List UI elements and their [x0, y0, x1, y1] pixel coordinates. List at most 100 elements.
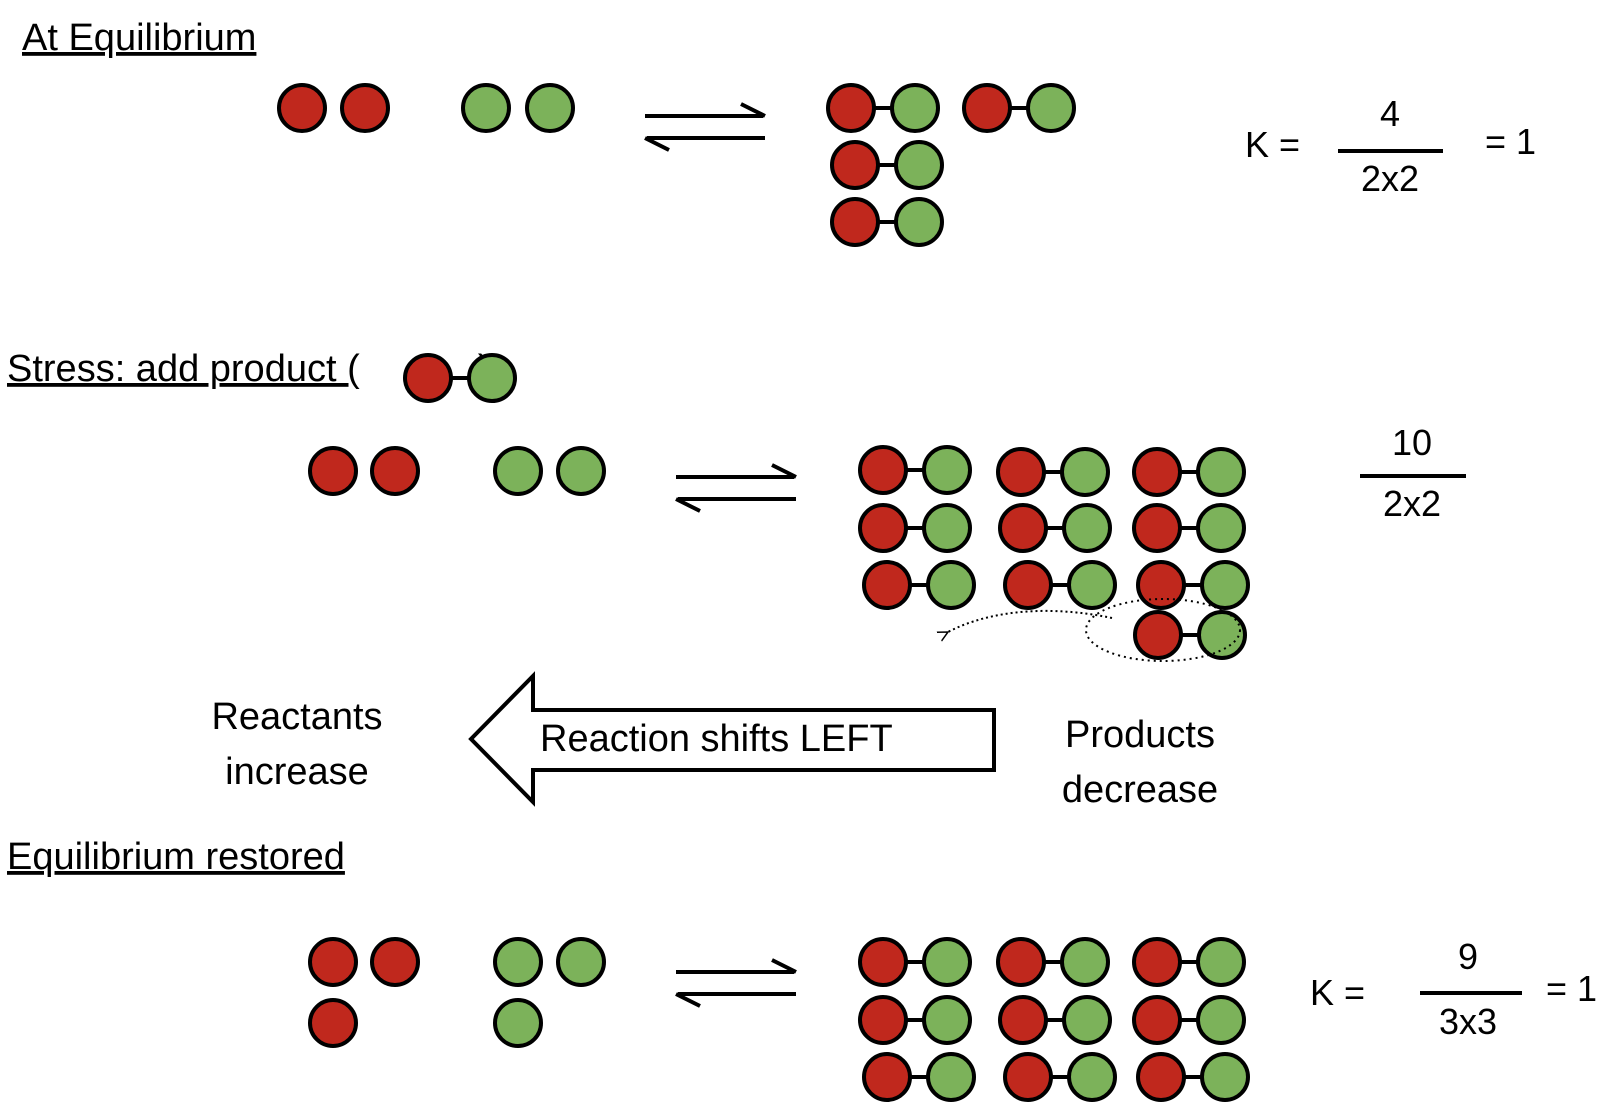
green-atom: [922, 995, 972, 1045]
product-molecule: [858, 995, 972, 1045]
green-atom: [493, 937, 543, 987]
product-molecule: [830, 140, 944, 190]
green-atom: [922, 503, 972, 553]
green-atom: [894, 197, 944, 247]
red-atom: [858, 937, 908, 987]
product-molecule: [858, 445, 972, 495]
green-atom: [1196, 937, 1246, 987]
product-molecule: [826, 83, 940, 133]
forward-arrow-head: [740, 102, 766, 118]
restored-reactants: [308, 937, 606, 1048]
red-atom: [996, 937, 1046, 987]
result-1: = 1: [1485, 121, 1536, 162]
product-molecule: [996, 937, 1110, 987]
product-molecule: [1132, 937, 1246, 987]
red-atom: [826, 83, 876, 133]
red-atom: [277, 83, 327, 133]
green-atom: [922, 937, 972, 987]
red-atom: [858, 503, 908, 553]
red-atom: [1136, 560, 1186, 610]
forward-arrow-head: [771, 463, 797, 479]
red-atom: [1133, 610, 1183, 660]
green-atom: [1067, 1052, 1117, 1102]
green-atom: [467, 353, 517, 403]
green-atom: [525, 83, 575, 133]
product-molecule: [1136, 560, 1250, 610]
product-molecule: [1133, 610, 1247, 660]
shift-arrow-label: Reaction shifts LEFT: [540, 718, 893, 760]
green-atom: [556, 937, 606, 987]
red-atom: [862, 1052, 912, 1102]
reverse-arrow-head: [675, 497, 701, 513]
product-molecule: [1132, 447, 1246, 497]
forward-arrow-head: [771, 958, 797, 974]
red-atom: [308, 998, 358, 1048]
green-atom: [556, 446, 606, 496]
restored-arrows: [675, 958, 797, 1008]
red-atom: [996, 447, 1046, 497]
green-atom: [894, 140, 944, 190]
stress-arrows: [675, 463, 797, 513]
red-atom: [340, 83, 390, 133]
product-molecule: [1003, 560, 1117, 610]
red-atom: [962, 83, 1012, 133]
green-atom: [1026, 83, 1076, 133]
inline-product-molecule: [403, 353, 517, 403]
removed-product-highlight: [1085, 598, 1241, 662]
green-atom: [1062, 995, 1112, 1045]
product-molecule: [1136, 1052, 1250, 1102]
numerator-3: 9: [1458, 936, 1478, 977]
red-atom: [862, 560, 912, 610]
red-atom: [858, 445, 908, 495]
red-atom: [1132, 503, 1182, 553]
red-atom: [830, 140, 880, 190]
red-atom: [830, 197, 880, 247]
shift-dotted-arrow: [948, 609, 1113, 632]
product-molecule: [862, 1052, 976, 1102]
denominator-2: 2x2: [1383, 483, 1441, 524]
product-molecule: [998, 503, 1112, 553]
product-molecule: [862, 560, 976, 610]
green-atom: [1196, 503, 1246, 553]
red-atom: [998, 503, 1048, 553]
product-molecule: [1132, 995, 1246, 1045]
products-decrease-line2: decrease: [1062, 769, 1218, 811]
green-atom: [1200, 1052, 1250, 1102]
product-molecule: [858, 503, 972, 553]
green-atom: [493, 998, 543, 1048]
denominator-1: 2x2: [1361, 158, 1419, 199]
green-atom: [926, 560, 976, 610]
stress-products: [858, 445, 1250, 660]
reverse-arrow-head: [675, 992, 701, 1008]
red-atom: [1003, 560, 1053, 610]
green-atom: [926, 1052, 976, 1102]
green-atom: [1060, 447, 1110, 497]
red-atom: [403, 353, 453, 403]
reactants-increase-line2: increase: [225, 751, 369, 793]
green-atom: [1200, 560, 1250, 610]
red-atom: [1003, 1052, 1053, 1102]
green-atom: [1197, 610, 1247, 660]
equilibrium-products: [826, 83, 1076, 247]
green-atom: [1060, 937, 1110, 987]
equilibrium-reactants: [277, 83, 575, 133]
numerator-2: 10: [1392, 422, 1432, 463]
product-molecule: [830, 197, 944, 247]
red-atom: [1132, 447, 1182, 497]
red-atom: [308, 446, 358, 496]
result-3: = 1: [1546, 968, 1597, 1009]
green-atom: [890, 83, 940, 133]
k-label-3: K =: [1310, 972, 1365, 1013]
product-molecule: [998, 995, 1112, 1045]
reactants-increase-line1: Reactants: [211, 696, 382, 738]
green-atom: [1196, 995, 1246, 1045]
green-atom: [1196, 447, 1246, 497]
inline-product-molecule: [403, 353, 517, 403]
red-atom: [1136, 1052, 1186, 1102]
shift-left-block-arrow: [468, 671, 996, 807]
green-atom: [1067, 560, 1117, 610]
red-atom: [370, 937, 420, 987]
green-atom: [922, 445, 972, 495]
red-atom: [1132, 995, 1182, 1045]
